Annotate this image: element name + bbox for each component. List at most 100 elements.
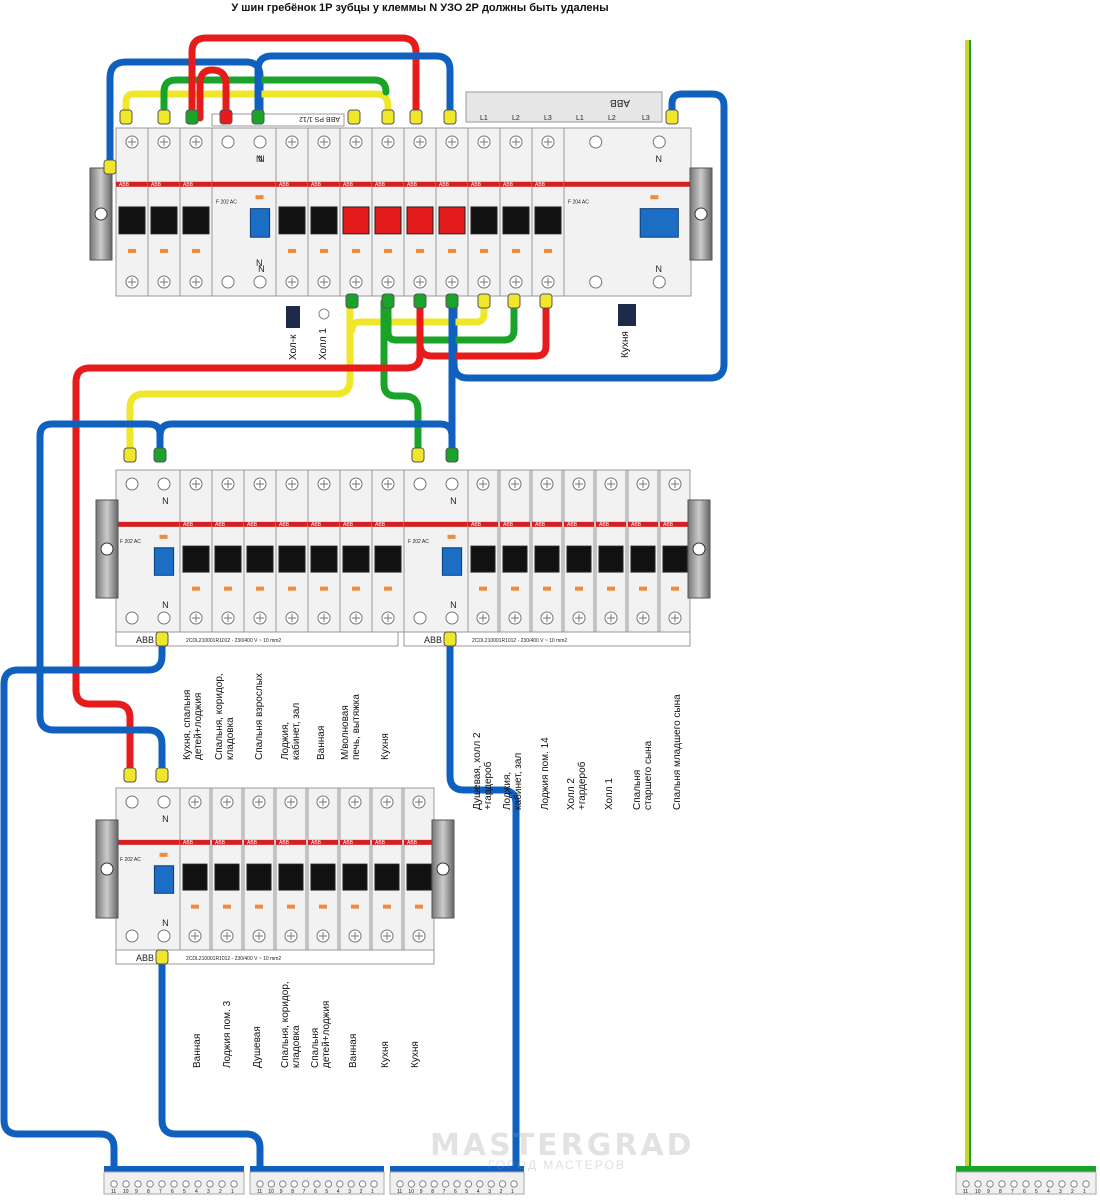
svg-text:ABB: ABB: [375, 840, 386, 846]
load-label: Лоджия, кабинет, зал: [502, 752, 524, 810]
neutral-label: N: [256, 154, 263, 164]
svg-text:ABB: ABB: [439, 182, 450, 188]
breaker-top: ABB: [179, 127, 213, 297]
terminal-number: 1: [511, 1189, 514, 1195]
connector-clip: [219, 109, 233, 125]
breaker-top-red: ABB: [371, 127, 405, 297]
ps-bus-label-plate: [211, 113, 345, 127]
connector-clip: [185, 109, 199, 125]
breaker-top-red: ABB: [435, 127, 469, 297]
brand-label: ABB: [136, 635, 154, 645]
load-label: Душевая, холл 2 +гардероб: [472, 732, 494, 810]
terminal-number: 6: [454, 1189, 457, 1195]
terminal-number: 8: [999, 1189, 1002, 1195]
busbar-plate: [403, 631, 691, 647]
svg-text:ABB: ABB: [503, 522, 514, 528]
load-label: Ванная: [348, 1033, 359, 1068]
breaker-top: ABB: [307, 127, 341, 297]
breaker-mid: ABB: [659, 469, 691, 633]
end-stop-top-right: [689, 167, 713, 261]
breaker-top: ABB: [147, 127, 181, 297]
terminal-number: 3: [348, 1189, 351, 1195]
svg-text:ABB: ABB: [279, 840, 290, 846]
rcd-mid-left: NNF 202 AC: [115, 469, 181, 633]
breaker-bottom: ABB: [403, 787, 435, 951]
connector-clip: [119, 109, 133, 125]
wire-yellow-feed-mid: [126, 298, 354, 460]
terminal-number: 3: [1059, 1189, 1062, 1195]
terminal-number: 2: [360, 1189, 363, 1195]
connector-clip: [445, 447, 459, 463]
wire-green-feed-mid: [380, 298, 422, 460]
svg-text:ABB: ABB: [375, 522, 386, 528]
load-label: Душевая: [252, 1026, 263, 1068]
breaker-mid: ABB: [595, 469, 627, 633]
svg-text:ABB: ABB: [471, 522, 482, 528]
terminal-number: 1: [371, 1189, 374, 1195]
svg-text:ABB: ABB: [151, 182, 162, 188]
neutral-label: N: [258, 264, 265, 274]
svg-text:ABB: ABB: [503, 182, 514, 188]
connector-clip: [413, 293, 427, 309]
load-label: Холл 1: [318, 328, 329, 360]
rcd-mid-right: NNF 202 AC: [403, 469, 469, 633]
neutral-label: N: [256, 258, 263, 268]
end-stop-mid-left: [95, 499, 119, 599]
terminal-number: 11: [111, 1189, 116, 1195]
connector-clip: [251, 109, 265, 125]
terminal-number: 7: [303, 1189, 306, 1195]
svg-text:ABB: ABB: [183, 522, 194, 528]
rcd-top-2p: NNF 202 AC: [211, 127, 277, 297]
phase-label: L2: [608, 115, 616, 122]
neutral-label: N: [258, 154, 265, 164]
load-label: Холл 2 +гардероб: [566, 761, 588, 810]
breaker-mid: ABB: [275, 469, 309, 633]
terminal-number: 1: [1083, 1189, 1086, 1195]
svg-text:ABB: ABB: [567, 522, 578, 528]
svg-text:ABB: ABB: [535, 182, 546, 188]
connector-clip: [411, 447, 425, 463]
svg-text:ABB: ABB: [215, 840, 226, 846]
load-label: Кухня: [380, 733, 391, 760]
load-label: Кухня: [410, 1041, 421, 1068]
breaker-mid: ABB: [627, 469, 659, 633]
breaker-mid: ABB: [371, 469, 405, 633]
connector-clip: [155, 767, 169, 783]
brand-label: ABB: [136, 953, 154, 963]
terminal-number: 8: [147, 1189, 150, 1195]
terminal-number: 4: [1047, 1189, 1050, 1195]
terminal-number: 11: [257, 1189, 262, 1195]
terminal-number: 6: [1023, 1189, 1026, 1195]
svg-text:ABB: ABB: [183, 840, 194, 846]
connector-clip: [507, 293, 521, 309]
terminal-number: 2: [500, 1189, 503, 1195]
svg-text:ABB: ABB: [311, 522, 322, 528]
breaker-bottom: ABB: [275, 787, 307, 951]
phase-label: L2: [512, 115, 520, 122]
svg-text:ABB: ABB: [311, 840, 322, 846]
phase-label: L1: [576, 115, 584, 122]
phase-label: L3: [544, 115, 552, 122]
connector-clip: [157, 109, 171, 125]
load-label: Лоджия, кабинет, зал: [280, 702, 302, 760]
breaker-mid: ABB: [531, 469, 563, 633]
neutral-label: N: [655, 154, 662, 164]
terminal-number: 2: [1071, 1189, 1074, 1195]
terminal-number: 5: [183, 1189, 186, 1195]
terminal-number: 8: [431, 1189, 434, 1195]
connector-clip: [443, 109, 457, 125]
neutral-label: N: [655, 264, 662, 274]
terminal-number: 7: [443, 1189, 446, 1195]
neutral-label: N: [450, 600, 457, 610]
breaker-mid: ABB: [243, 469, 277, 633]
wire-red-feed-bottom: [72, 298, 424, 780]
wire-blue-top-right: [254, 52, 454, 122]
terminal-number: 3: [207, 1189, 210, 1195]
svg-text:ABB: ABB: [407, 182, 418, 188]
wire-blue-mid-bridge: [156, 420, 456, 460]
top-busbar-cover: [465, 91, 663, 123]
